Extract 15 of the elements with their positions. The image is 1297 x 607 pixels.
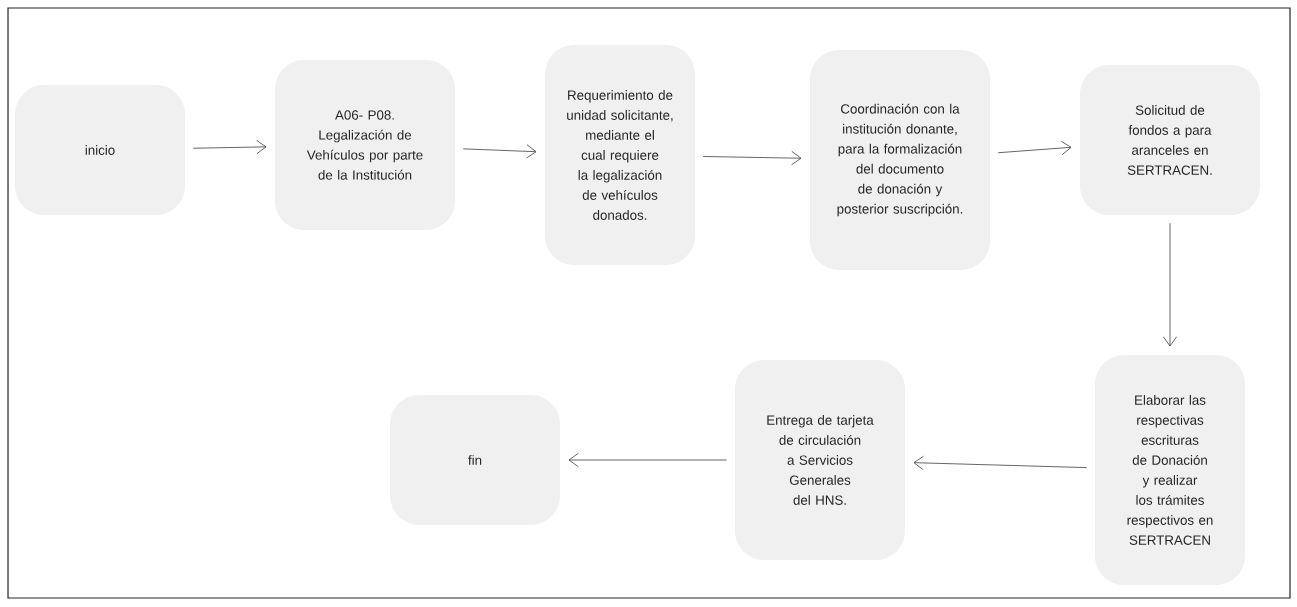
arrow	[913, 455, 1088, 470]
arrow	[462, 144, 537, 159]
process-box: A06- P08. Legalización de Vehículos por parte de la Institución	[275, 60, 455, 230]
process-box: Requerimiento de unidad solicitante, mediante el cual requiere la legalización de vehículos donados.	[545, 45, 695, 265]
process-box: inicio	[15, 85, 185, 215]
process-box: fin	[390, 395, 560, 525]
process-box: Solicitud de fondos a para aranceles en SERTRACEN.	[1080, 65, 1260, 215]
arrow	[997, 140, 1072, 156]
arrow	[1162, 222, 1178, 347]
arrow	[702, 151, 802, 166]
process-box: Entrega de tarjeta de circulación a Servicios Generales del HNS.	[735, 360, 905, 560]
arrow	[568, 452, 728, 468]
arrow	[192, 139, 267, 155]
process-box: Coordinación con la institución donante, para la formalización del documento de donación y posterior suscripción.	[810, 50, 990, 270]
process-box: Elaborar las respectivas escrituras de Donación y realizar los trámites respectivos en SERTRACEN	[1095, 355, 1245, 585]
